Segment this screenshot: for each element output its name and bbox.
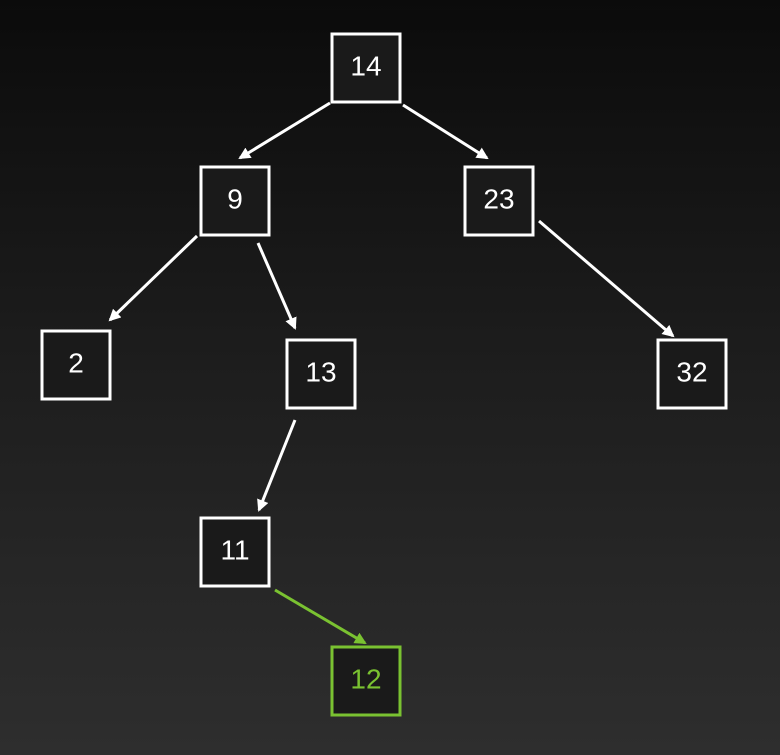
tree-node-highlighted: 12 <box>330 645 402 717</box>
svg-text:32: 32 <box>676 357 707 388</box>
tree-node: 13 <box>285 338 357 410</box>
tree-node: 11 <box>199 516 271 588</box>
svg-text:23: 23 <box>483 184 514 215</box>
svg-text:14: 14 <box>350 51 381 82</box>
svg-text:11: 11 <box>220 535 249 566</box>
edge-23-to-32 <box>538 219 675 338</box>
edge-13-to-11 <box>257 419 297 512</box>
svg-text:9: 9 <box>227 184 243 215</box>
edge-14-to-9 <box>238 101 331 160</box>
edge-9-to-13 <box>256 242 297 330</box>
nodes: 14 9 23 2 13 32 11 12 <box>40 32 728 717</box>
edge-14-to-23 <box>402 103 489 160</box>
tree-node: 14 <box>330 32 402 104</box>
svg-text:13: 13 <box>305 357 336 388</box>
svg-text:12: 12 <box>350 664 381 695</box>
tree-node: 9 <box>199 165 271 237</box>
tree-node: 32 <box>656 338 728 410</box>
svg-text:2: 2 <box>68 348 84 379</box>
tree-node: 23 <box>463 165 535 237</box>
edges <box>108 101 675 645</box>
edge-9-to-2 <box>108 234 199 322</box>
tree-node: 2 <box>40 329 112 401</box>
edge-11-to-12 <box>274 588 367 645</box>
